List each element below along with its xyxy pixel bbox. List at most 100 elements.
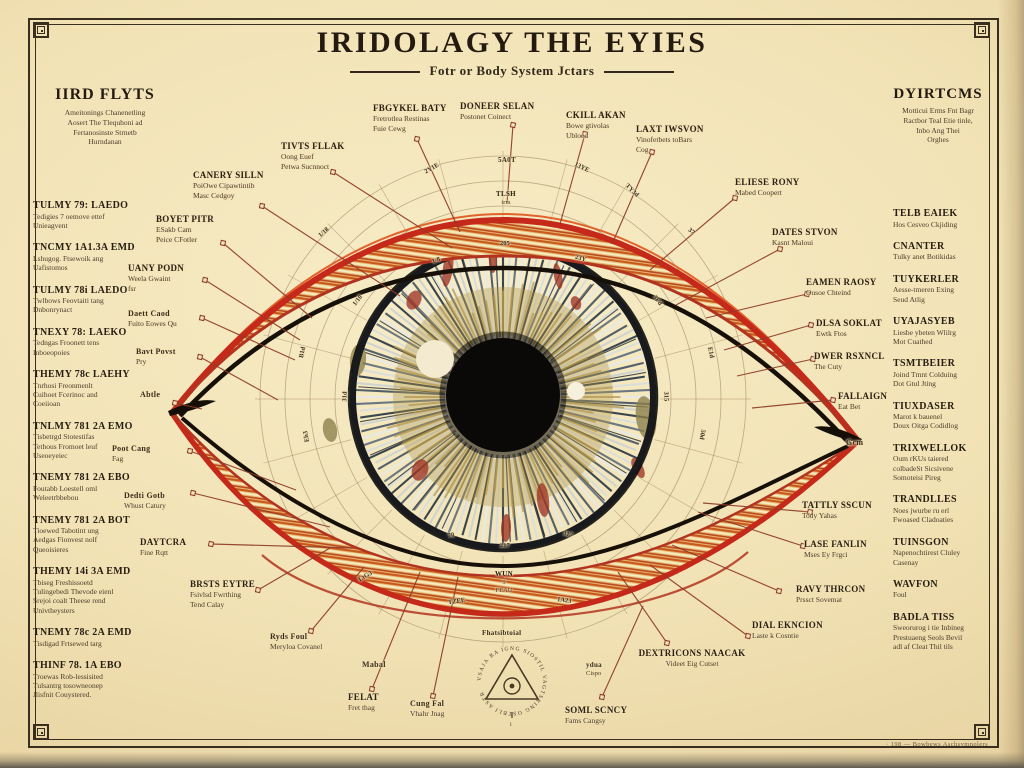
callout-title: ydua [586,661,602,669]
panel-entry-line: Tioewed Tabotint ung [33,526,99,535]
panel-entry-title: TNCMY 1A1.3A EMD [33,242,135,254]
callout-line: PoiOwe Cipawtintib [193,181,255,191]
callout-title: Abtle [140,390,161,399]
leader-line [506,124,514,204]
leader-marker [207,540,215,548]
callout-title: WUN [494,570,513,578]
page-edge-right [998,0,1024,768]
callout-line: Cispo [586,669,602,677]
callout-line: FEAU [495,586,513,594]
callout-line: Vinofetbets toBars [636,135,692,145]
callout-title: TATTLY SSCUN [802,500,872,510]
leader-line [189,450,297,491]
ring-label: 217 [500,542,510,549]
panel-entry-line: Srejoi coalt Theese rend [33,596,106,606]
callout-title: CKILL AKAN [566,110,626,120]
panel-entry-line: Dot Gtul Jting [893,379,936,389]
leader-marker [799,542,807,550]
emblem-tick-label: i [510,722,512,728]
panel-entry-line: adl af Cleat Thil tils [893,642,953,651]
right-canthus [814,426,862,443]
panel-entry-line: Twlbows Feovtaiti tang [33,296,104,305]
panel-entry-line: Useoeyeiec [33,450,68,460]
panel-entry-title: THEMY 78c LAEHY [33,369,130,380]
leader-marker [329,168,337,176]
panel-intro-line: Orghes [927,135,949,145]
right-panel-heading: DYIRTCMS [893,86,983,102]
panel-entry-title: TIUXDASER [893,400,955,412]
callout-line: Fretrotlea Restinas [373,114,430,124]
leader-marker [829,396,837,404]
panel-entry-title: TNEXY 78: LAEKO [33,326,127,338]
callout-line: fsr [128,283,136,293]
panel-entry-line: Cuihoet Fcerinoc and [33,389,98,399]
leader-line [261,205,401,297]
leader-line [751,399,834,409]
page-title: IRIDOLAGY THE EYIES [316,26,708,59]
panel-entry-line: Tnrhosi Freonmenlt [33,380,93,390]
ring-label: 205 [500,240,510,247]
callout-title: DATES STVON [772,227,838,237]
panel-entry-line: Foul [893,590,907,600]
leader-line [210,543,353,549]
callout-title: SOML SCNCY [565,705,628,715]
subtitle-rule-left [349,71,420,74]
callout-title: FELAT [348,692,379,702]
callout-title: DIAL EKNCION [752,620,823,630]
callout: Fhatsibtoial [482,629,521,638]
callout-line: Fsivlsd Fwrthing [190,590,242,600]
leader-line [332,171,453,249]
panel-entry-title: UYAJASYEB [893,316,955,327]
callout-title: TLSH [496,190,516,198]
panel-entry-line: Napenochtirest Cluley [893,548,961,558]
footer-credit: · 198 — Bowbews Aschsymnolers [886,741,988,748]
callout-title: UANY PODN [128,263,185,273]
callout-line: Meryloa Covanel [270,642,323,651]
panel-entry-line: Queoisieres [33,544,69,554]
leader-line [174,402,203,410]
panel-intro-line: Ameitonings Chanenetling [64,108,146,117]
panel-entry-line: Lshugog. Ftsewoik ang [33,253,104,263]
panel-entry-line: Tulingebedi Thevode eienl [33,587,114,596]
callout-title: ELIESE RONY [735,177,800,187]
callout-title: EAMEN RAOSY [806,277,877,287]
subtitle-rule-right [604,71,675,74]
callout-line: Fuie Cewg [373,123,406,133]
callout-line: The Cuty [814,362,843,372]
leader-marker [663,639,671,647]
callout: 5A0T [492,156,522,165]
leader-line [649,564,749,637]
callout-line: Mabed Coopert [735,188,782,198]
callout-title: CANERY SILLN [193,170,264,180]
callout-line: ESakb Cam [156,225,192,235]
leader-line [257,547,331,591]
callout-line: Oong Euef [281,152,314,162]
callout-line: Cog [636,144,649,154]
panel-entry-line: Inboeopoies [33,347,70,357]
panel-entry-line: Tedigies 7 oemove ettef [33,211,105,221]
panel-entry-line: Marot k bauenel [893,412,943,421]
